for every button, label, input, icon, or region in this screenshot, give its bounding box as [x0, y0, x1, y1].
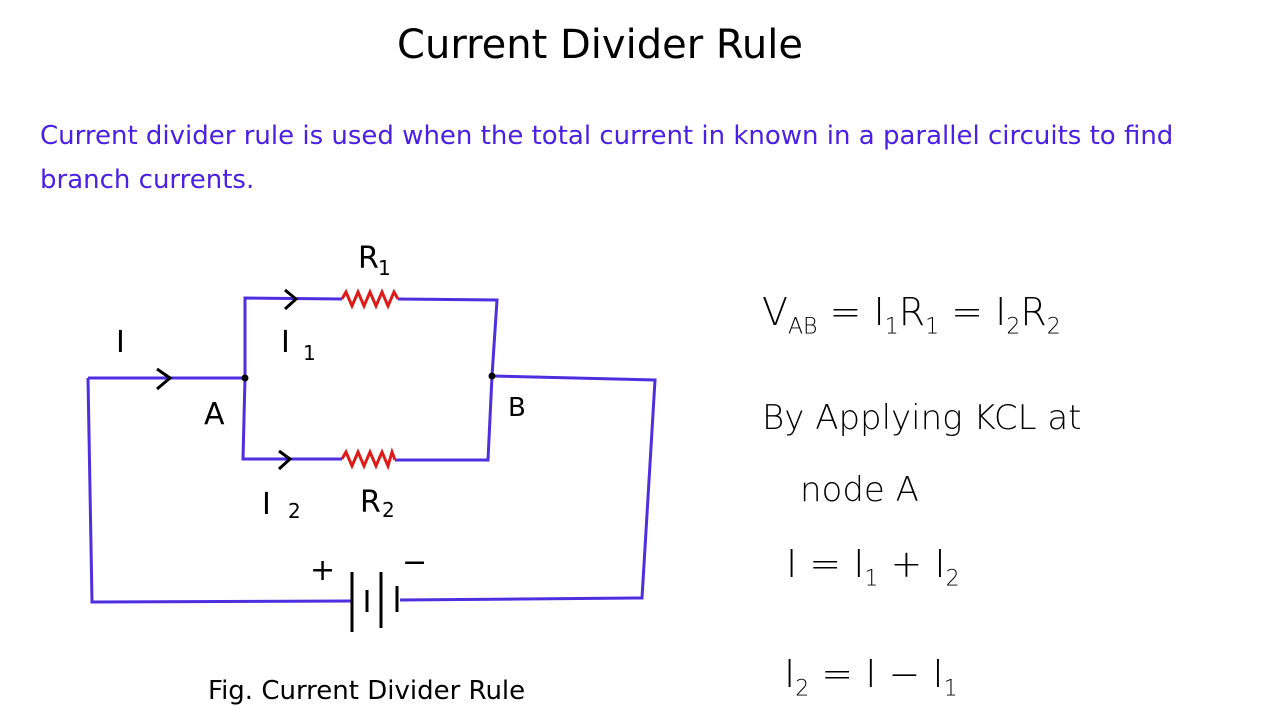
wire-branch-1 [243, 296, 343, 378]
wire-main-right [399, 374, 657, 602]
label-I: I [116, 325, 125, 360]
equation-i2: I2 = I − I1 [784, 652, 958, 702]
label-plus: + [310, 553, 335, 588]
wire-branch-2 [241, 377, 342, 461]
wire-branch-1-right [397, 297, 499, 377]
arrow-I2 [277, 449, 293, 471]
equation-vab: VAB = I1R1 = I2R2 [762, 290, 1061, 340]
arrow-I1 [283, 288, 299, 311]
label-node-a: A [204, 397, 225, 432]
resistor-r1 [340, 288, 400, 310]
label-I2: I [262, 487, 271, 522]
label-R1: R [358, 241, 379, 276]
label-R1-sub: 1 [378, 256, 391, 280]
label-I1-sub: 1 [303, 341, 316, 365]
equation-current-sum: I = I1 + I2 [786, 542, 960, 592]
arrows [156, 288, 299, 471]
page-title: Current Divider Rule [397, 22, 803, 68]
node-b-dot [488, 372, 496, 380]
label-node-b: B [508, 393, 526, 423]
label-R2-sub: 2 [382, 498, 395, 522]
wires [86, 296, 657, 604]
kcl-statement-line1: By Applying KCL at [762, 398, 1082, 438]
node-a-dot [241, 374, 249, 382]
battery-icon [350, 572, 399, 632]
resistor-r2 [340, 447, 397, 471]
arrow-I [156, 367, 173, 391]
figure-caption: Fig. Current Divider Rule [208, 676, 526, 706]
label-minus: − [402, 545, 427, 580]
intro-text: Current divider rule is used when the to… [40, 121, 1174, 195]
label-R2: R [360, 485, 381, 520]
wire-branch-2-right [395, 375, 494, 462]
label-I1: I [281, 325, 290, 360]
label-I2-sub: 2 [288, 499, 301, 523]
kcl-statement-line2: node A [800, 470, 919, 510]
wire-main-bottom [86, 377, 353, 604]
